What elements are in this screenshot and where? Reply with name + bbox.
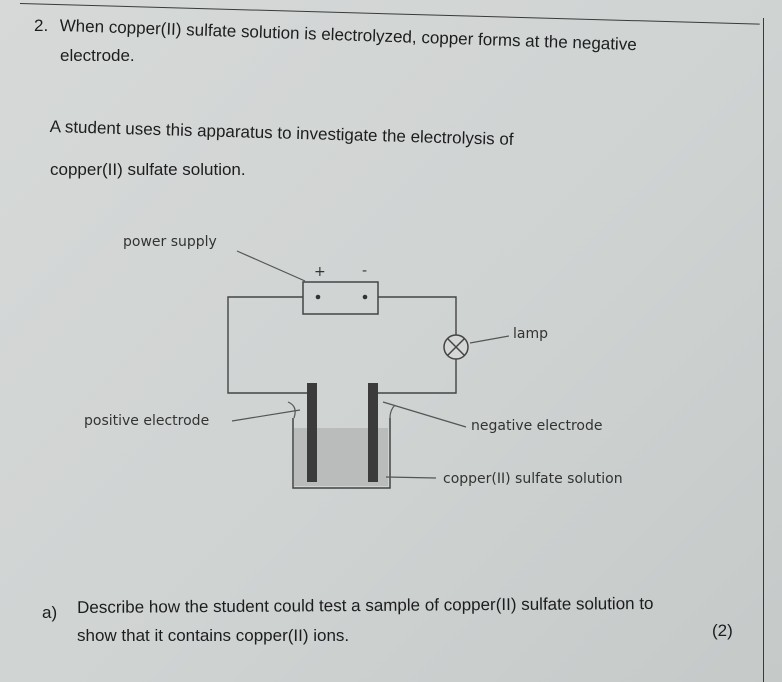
positive-electrode-label: positive electrode xyxy=(84,413,209,429)
power-supply-label: power supply xyxy=(123,234,217,250)
label-leader-lines xyxy=(231,250,510,479)
solution-label: copper(II) sulfate solution xyxy=(443,471,623,487)
question-number: 2. xyxy=(34,16,49,35)
part-a-marks: (2) xyxy=(712,621,733,640)
part-a-question-line1: Describe how the student could test a sa… xyxy=(77,593,654,617)
negative-electrode xyxy=(368,383,378,482)
apparatus-text-line2: copper(II) sulfate solution. xyxy=(50,160,246,179)
page-border-right xyxy=(763,18,764,682)
negative-terminal xyxy=(362,294,368,300)
power-supply-box xyxy=(302,281,379,315)
beaker xyxy=(292,418,391,489)
part-a-label: a) xyxy=(42,603,58,622)
negative-electrode-label: negative electrode xyxy=(471,418,603,434)
question-intro-line2: electrode. xyxy=(60,46,135,65)
part-a-question-line2: show that it contains copper(II) ions. xyxy=(77,626,350,645)
circuit-wires xyxy=(227,296,457,394)
lamp-icon xyxy=(443,334,469,360)
positive-terminal xyxy=(315,294,321,300)
positive-electrode xyxy=(307,383,317,482)
minus-sign: - xyxy=(362,263,367,279)
plus-sign: + xyxy=(314,264,326,280)
lamp-label: lamp xyxy=(513,326,548,342)
